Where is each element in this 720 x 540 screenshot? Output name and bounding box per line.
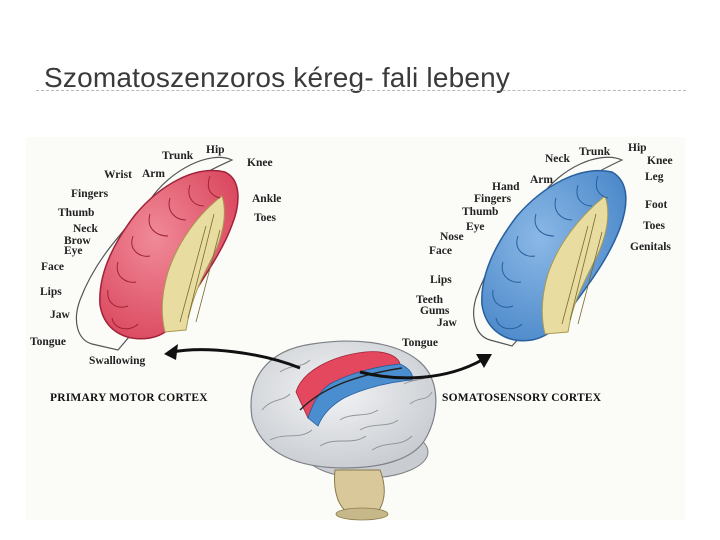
motor-label-brow: Brow — [64, 235, 91, 247]
sensory-label-arm: Arm — [530, 174, 553, 186]
sensory-label-eye: Eye — [466, 221, 485, 233]
sensory-label-neck: Neck — [545, 153, 571, 165]
arrow-to-motor — [171, 348, 301, 370]
motor-label-lips: Lips — [40, 286, 62, 298]
central-sulcus — [299, 367, 403, 411]
spinal-base — [335, 507, 389, 521]
sensory-cortex-caption: SOMATOSENSORY CORTEX — [442, 392, 602, 404]
sensory-cortex-folds — [492, 175, 609, 330]
motor-label-knee: Knee — [247, 157, 273, 169]
sensory-label-gums: Gums — [420, 305, 450, 317]
title-divider — [36, 90, 686, 91]
arrow-head-motor — [164, 344, 178, 360]
motor-cortex-caption: PRIMARY MOTOR CORTEX — [50, 392, 208, 404]
sensory-label-nose: Nose — [440, 231, 464, 243]
motor-label-neck: Neck — [73, 223, 99, 235]
motor-cortex-folds — [107, 175, 221, 330]
sensory-label-hip: Hip — [628, 142, 647, 154]
motor-label-ankle: Ankle — [252, 193, 281, 205]
sensory-labels: Neck Trunk Hip Knee Leg Hand Arm Fingers… — [402, 142, 673, 349]
sensory-label-thumb: Thumb — [462, 206, 498, 218]
sensory-label-jaw: Jaw — [437, 317, 458, 329]
sensory-label-teeth: Teeth — [416, 294, 444, 306]
sensory-cortex-section — [473, 156, 627, 347]
motor-fiber-lines — [179, 213, 221, 323]
motor-label-face: Face — [41, 261, 64, 273]
motor-label-trunk: Trunk — [162, 150, 194, 162]
sensory-label-hand: Hand — [492, 181, 520, 193]
arrow-to-sensory — [359, 358, 483, 380]
brain-illustration — [250, 340, 437, 521]
motor-labels: Hip Trunk Knee Wrist Arm Fingers Ankle T… — [30, 144, 281, 367]
motor-label-hip: Hip — [206, 144, 225, 156]
sensory-strip — [307, 363, 413, 427]
sensory-label-toes: Toes — [643, 220, 665, 232]
motor-label-tongue: Tongue — [30, 336, 66, 348]
sensory-label-foot: Foot — [645, 199, 668, 211]
connector-arrows — [164, 344, 492, 380]
motor-label-thumb: Thumb — [58, 207, 94, 219]
sensory-label-fingers: Fingers — [474, 193, 512, 205]
motor-cortex-section — [75, 156, 239, 351]
sensory-label-lips: Lips — [430, 274, 452, 286]
sensory-label-knee: Knee — [647, 155, 673, 167]
sensory-label-genitals: Genitals — [630, 241, 671, 253]
sensory-label-tongue: Tongue — [402, 337, 438, 349]
sensory-label-face: Face — [429, 245, 452, 257]
sensory-label-leg: Leg — [645, 171, 664, 183]
motor-cortex-white-matter — [161, 195, 225, 333]
arrow-head-sensory — [476, 354, 492, 368]
sensory-fiber-lines — [561, 213, 603, 325]
motor-label-swallowing: Swallowing — [89, 355, 145, 367]
sensory-cortex-white-matter — [541, 195, 609, 335]
sensory-label-trunk: Trunk — [579, 146, 611, 158]
motor-label-toes: Toes — [254, 212, 276, 224]
brain-stem — [334, 469, 385, 513]
slide-title: Szomatoszenzoros kéreg- fali lebeny — [44, 62, 511, 93]
motor-label-eye: Eye — [64, 245, 83, 257]
motor-label-wrist: Wrist — [104, 169, 132, 181]
motor-label-fingers: Fingers — [71, 188, 109, 200]
motor-label-jaw: Jaw — [50, 309, 71, 321]
motor-label-arm: Arm — [142, 168, 165, 180]
